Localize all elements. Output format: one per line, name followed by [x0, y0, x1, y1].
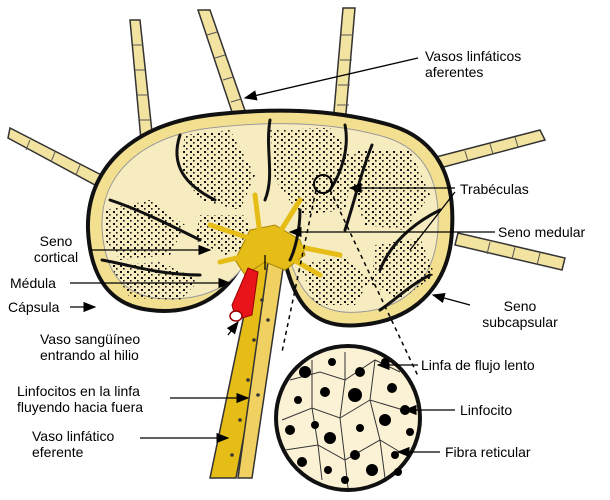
label-trabeculas: Trabéculas: [460, 181, 529, 197]
label-vaso-sanguineo-line1: Vaso sangüíneo: [40, 331, 141, 347]
afferent-vessel-3: [332, 7, 356, 126]
inset-guides: [281, 189, 419, 377]
afferent-vessels: [7, 7, 566, 271]
label-linfocitos-linfa-line1: Linfocitos en la linfa: [17, 383, 140, 399]
afferent-vessel-6: [454, 232, 566, 271]
label-linfocito: Linfocito: [460, 402, 513, 418]
label-vasos-aferentes-line2: aferentes: [425, 64, 484, 80]
afferent-vessel-5: [435, 129, 547, 169]
label-seno-medular: Seno medular: [498, 224, 586, 240]
label-vaso-eferente-line1: Vaso linfático: [32, 428, 115, 444]
label-medula: Médula: [10, 275, 56, 291]
label-seno-subcapsular-line1: Seno: [503, 298, 537, 314]
label-seno-cortical-line1: Seno: [39, 233, 73, 249]
label-vaso-eferente-line2: eferente: [32, 444, 84, 460]
blood-vessel: [229, 267, 259, 322]
label-linfa-flujo-lento: Linfa de flujo lento: [421, 357, 535, 373]
label-seno-cortical-line2: cortical: [33, 249, 79, 265]
lymph-node: [85, 108, 455, 328]
label-linfocitos-linfa-line2: fluyendo hacia fuera: [17, 399, 144, 415]
label-seno-subcapsular-line2: subcapsular: [482, 314, 558, 330]
leader-seno-subcapsular: [431, 293, 471, 306]
label-fibra-reticular: Fibra reticular: [445, 444, 531, 460]
label-vasos-aferentes: Vasos linfáticos aferentes: [425, 48, 521, 80]
label-vaso-sanguineo: Vaso sangüíneo entrando al hilio: [40, 331, 140, 363]
afferent-valves: [25, 31, 541, 266]
label-vaso-sanguineo-line2: entrando al hilio: [40, 347, 139, 363]
leader-vasos-aferentes: [243, 57, 419, 101]
label-linfocitos-linfa: Linfocitos en la linfa fluyendo hacia fu…: [17, 383, 143, 415]
inset-magnification: [274, 344, 422, 492]
label-seno-subcapsular: Seno subcapsular: [470, 298, 570, 330]
label-capsula: Cápsula: [8, 299, 60, 315]
label-vaso-eferente: Vaso linfático eferente: [32, 428, 114, 460]
label-vasos-aferentes-line1: Vasos linfáticos: [425, 48, 522, 64]
leader-vaso-sanguineo: [226, 320, 239, 336]
leader-trabeculas-2: [409, 191, 456, 251]
label-seno-cortical: Seno cortical: [24, 233, 88, 265]
leader-lines: [70, 57, 495, 458]
magnified-area-marker: [313, 174, 333, 194]
medullary-cords: [207, 192, 343, 278]
